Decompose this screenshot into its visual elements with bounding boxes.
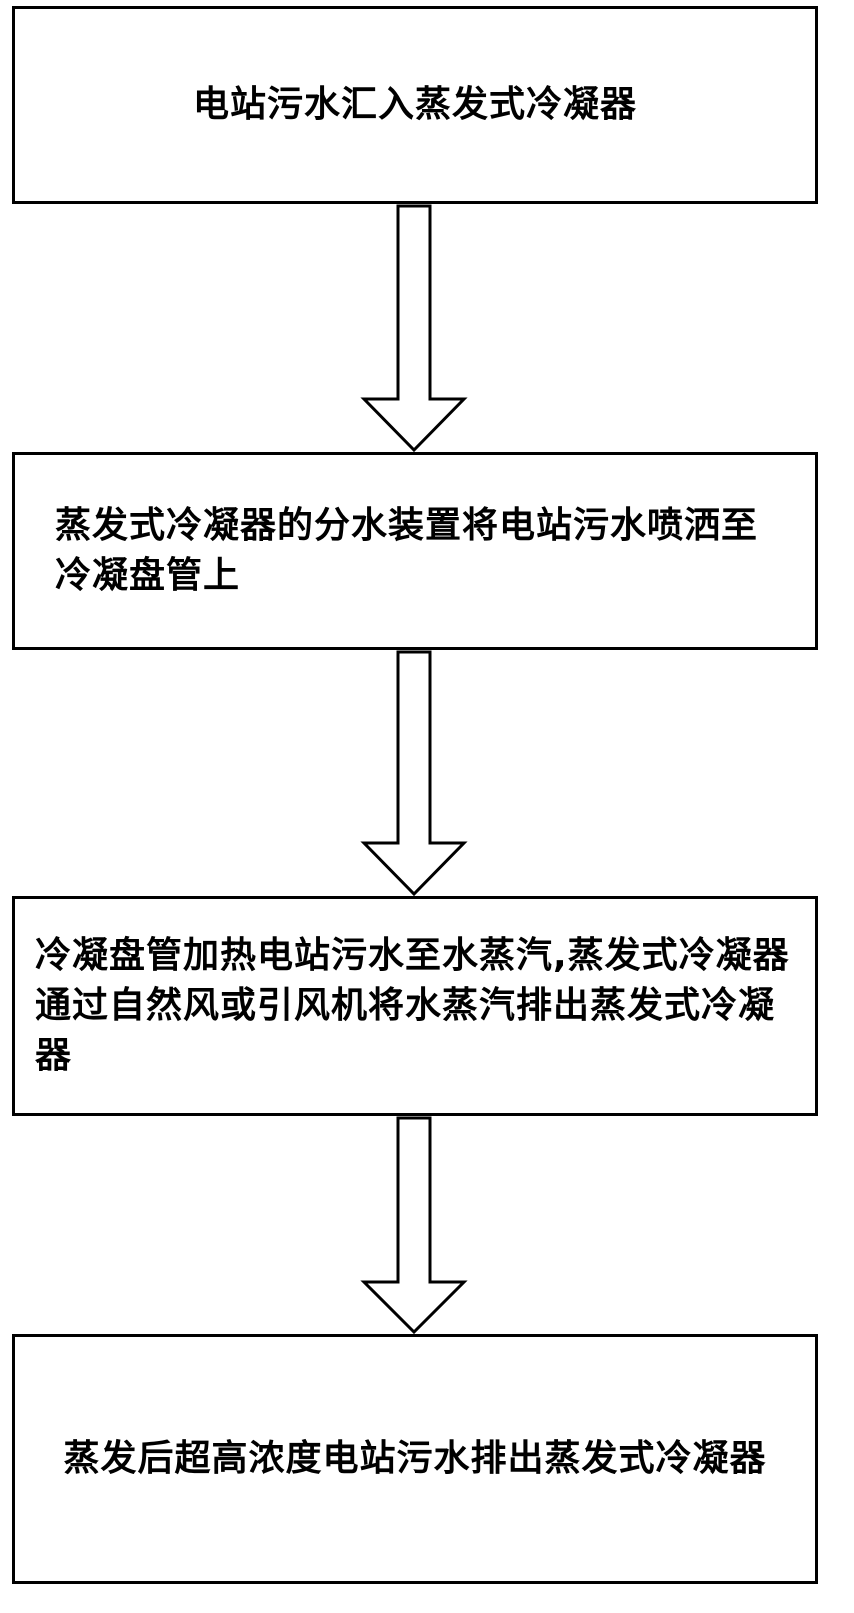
flow-step-1: 电站污水汇入蒸发式冷凝器: [12, 6, 818, 204]
flow-step-4: 蒸发后超高浓度电站污水排出蒸发式冷凝器: [12, 1334, 818, 1584]
down-arrow-icon: [360, 204, 468, 452]
down-arrow-icon: [360, 1116, 468, 1334]
flow-step-2-text: 蒸发式冷凝器的分水装置将电站污水喷洒至冷凝盘管上: [55, 505, 759, 596]
flow-step-1-text: 电站污水汇入蒸发式冷凝器: [192, 84, 637, 125]
flow-step-4-text: 蒸发后超高浓度电站污水排出蒸发式冷凝器: [63, 1438, 767, 1479]
down-arrow-icon: [360, 650, 468, 896]
flow-step-3-text: 冷凝盘管加热电站污水至水蒸汽,蒸发式冷凝器通过自然风或引风机将水蒸汽排出蒸发式冷…: [35, 935, 790, 1076]
flow-step-3: 冷凝盘管加热电站污水至水蒸汽,蒸发式冷凝器通过自然风或引风机将水蒸汽排出蒸发式冷…: [12, 896, 818, 1116]
flow-step-2: 蒸发式冷凝器的分水装置将电站污水喷洒至冷凝盘管上: [12, 452, 818, 650]
